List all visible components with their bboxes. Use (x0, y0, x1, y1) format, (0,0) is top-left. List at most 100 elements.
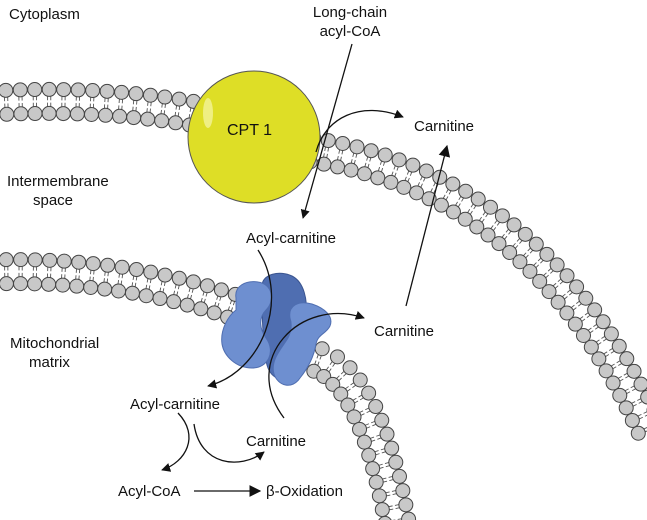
lipid-head (368, 399, 384, 415)
lipid-head (541, 284, 557, 300)
lipid-head (154, 113, 170, 129)
intermembrane-space-label: Intermembrane space (7, 172, 109, 210)
lipid-head (575, 328, 591, 344)
lipid-head (370, 170, 386, 186)
lipid-head (605, 375, 621, 391)
lipid-tail (644, 414, 647, 417)
lipid-head (152, 291, 168, 307)
lipid-head (432, 169, 448, 185)
lipid-head (343, 162, 359, 178)
acyl-carnitine-bottom-label: Acyl-carnitine (130, 396, 221, 413)
lipid-head (199, 278, 215, 294)
lipid-head (342, 360, 358, 376)
cpt1-enzyme (187, 70, 321, 204)
lipid-head (71, 254, 87, 270)
lipid-head (128, 86, 144, 102)
lipid-head (559, 305, 575, 321)
lipid-head (124, 285, 140, 301)
lipid-head (611, 338, 627, 354)
lipid-head (12, 82, 28, 98)
lipid-head (171, 91, 187, 107)
intermembrane-line1: Intermembrane (7, 173, 109, 190)
lipid-head (56, 253, 72, 269)
lipid-head (111, 283, 127, 299)
lipid-head (27, 106, 43, 122)
lipid-head (114, 84, 130, 100)
long-chain-line1: Long-chain (312, 4, 388, 21)
lipid-head (512, 254, 528, 270)
intermembrane-line2: space (33, 192, 74, 209)
lipid-head (100, 257, 116, 273)
lipid-head (640, 389, 647, 405)
lipid-head (98, 107, 114, 123)
lipid-head (624, 412, 640, 428)
lipid-head (388, 454, 404, 470)
lipid-head (591, 351, 607, 367)
lipid-head (368, 474, 384, 490)
lipid-head (357, 166, 373, 182)
lipid-head (157, 89, 173, 105)
long-chain-acyl-coa-label: Long-chain acyl-CoA (290, 3, 410, 41)
lipid-head (168, 115, 184, 131)
lipid-head (69, 106, 85, 122)
lipid-head (603, 326, 619, 342)
lipid-head (374, 502, 390, 518)
lipid-head (314, 341, 330, 357)
lipid-head (69, 278, 85, 294)
cpt1-label: CPT 1 (227, 122, 273, 139)
lipid-head (330, 159, 346, 175)
lipid-head (550, 294, 566, 310)
lipid-head (56, 82, 72, 98)
lipid-head (13, 276, 29, 292)
lipid-head (379, 426, 395, 442)
lipid-head (27, 276, 43, 292)
lipid-head (83, 279, 99, 295)
lipid-head (41, 276, 57, 292)
lipid-head (532, 273, 548, 289)
lipid-head (569, 279, 585, 295)
lipid-head (0, 252, 14, 268)
lipid-head (612, 387, 628, 403)
lipid-head (346, 409, 362, 425)
beta-oxidation-label: β-Oxidation (266, 483, 343, 500)
lipid-head (13, 252, 29, 268)
lipid-head (619, 351, 635, 367)
lipid-head (398, 497, 414, 513)
lipid-head (506, 217, 522, 233)
lipid-head (502, 244, 518, 260)
lipid-head (598, 363, 614, 379)
lipid-head (482, 199, 498, 215)
lipid-head (55, 106, 71, 122)
lipid-head (114, 259, 130, 275)
lipid-head (325, 376, 341, 392)
lipid-head (383, 174, 399, 190)
lipid-head (365, 461, 381, 477)
lipid-head (491, 236, 507, 252)
lipid-head (27, 82, 43, 98)
lipid-head (0, 82, 14, 98)
reaction-arrows (161, 43, 451, 497)
lipid-tail (643, 411, 647, 414)
lipid-head (457, 211, 473, 227)
lipid-head (138, 288, 154, 304)
lipid-head (374, 412, 390, 428)
cytoplasm-label: Cytoplasm (9, 6, 80, 23)
lipid-head (320, 133, 336, 149)
lipid-head (140, 111, 156, 127)
matrix-line1: Mitochondrial (10, 335, 100, 352)
lipid-head (329, 349, 345, 365)
lipid-head (418, 163, 434, 179)
lipid-head (480, 227, 496, 243)
carnitine-top-label: Carnitine (414, 118, 475, 135)
lipid-head (583, 339, 599, 355)
lipid-head (587, 302, 603, 318)
lipid-head (567, 316, 583, 332)
lipid-head (143, 264, 159, 280)
lipid-head (333, 386, 349, 402)
lipid-head (445, 176, 461, 192)
lipid-head (13, 106, 29, 122)
lipid-head (335, 135, 351, 151)
lipid-head (618, 400, 634, 416)
lipid-head (83, 106, 99, 122)
lipid-head (356, 434, 372, 450)
